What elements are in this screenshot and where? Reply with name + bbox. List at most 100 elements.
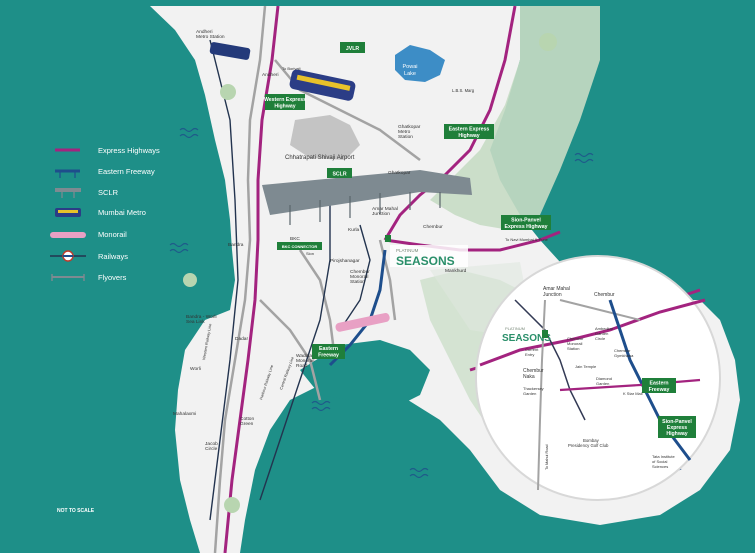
svg-text:Sciences: Sciences	[652, 464, 668, 469]
legend-item-railways: Railways	[50, 250, 128, 262]
svg-text:PLATINUM: PLATINUM	[396, 248, 419, 253]
svg-text:Express: Express	[667, 425, 687, 431]
svg-text:Sea Link: Sea Link	[186, 319, 205, 325]
svg-text:Garden: Garden	[595, 331, 608, 336]
svg-text:Railways: Railways	[98, 252, 128, 261]
metro-train-icon	[209, 42, 356, 101]
svg-text:Tata Institute: Tata Institute	[652, 454, 675, 459]
svg-text:Monorail: Monorail	[567, 341, 582, 346]
svg-text:Western Express: Western Express	[264, 97, 306, 103]
svg-text:Station: Station	[398, 134, 413, 140]
sclr-road-icon	[55, 188, 81, 192]
svg-text:Andheri: Andheri	[196, 29, 213, 35]
svg-text:Entry: Entry	[525, 352, 534, 357]
legend-item-sclr: SCLR	[55, 188, 119, 198]
svg-text:Mankhurd: Mankhurd	[445, 268, 467, 274]
svg-text:Pirojshanagar: Pirojshanagar	[330, 258, 360, 264]
svg-text:Ghatkopar: Ghatkopar	[398, 124, 421, 130]
legend-item-mumbai-metro: Mumbai Metro	[55, 208, 146, 217]
svg-text:Chembur: Chembur	[423, 224, 443, 230]
svg-text:Ambedkar: Ambedkar	[595, 326, 614, 331]
svg-text:Chhatrapati Shivaji Airport: Chhatrapati Shivaji Airport	[285, 155, 355, 161]
svg-text:Metro Station: Metro Station	[196, 34, 225, 40]
svg-text:BKC: BKC	[290, 236, 300, 242]
label-inset-eastern-freeway: Eastern Freeway	[642, 378, 676, 393]
label-jvlr: JVLR	[340, 42, 365, 53]
label-weh: Western Express Highway	[264, 94, 306, 110]
inset-labels: Amar Mahal Junction Chembur Current Entr…	[523, 286, 675, 470]
svg-text:Green: Green	[240, 421, 254, 427]
powai-lake	[395, 45, 445, 82]
svg-text:Highway: Highway	[458, 133, 479, 139]
label-inset-sion-panvel: Sion-Panvel Express Highway	[658, 416, 696, 438]
svg-text:Jain Temple: Jain Temple	[575, 364, 597, 369]
svg-text:Chembur: Chembur	[567, 336, 584, 341]
svg-text:Highway: Highway	[666, 431, 687, 437]
svg-text:Powai: Powai	[403, 64, 418, 70]
svg-text:Station: Station	[567, 346, 579, 351]
svg-text:Naka: Naka	[523, 374, 535, 380]
svg-text:Metro: Metro	[398, 129, 411, 135]
green-land	[430, 6, 600, 230]
svg-text:Worli: Worli	[190, 366, 201, 372]
svg-text:Presidency Golf Club: Presidency Golf Club	[568, 443, 609, 448]
svg-text:Eastern: Eastern	[319, 346, 338, 352]
svg-text:Lake: Lake	[404, 71, 416, 77]
sclr-flyover	[262, 170, 472, 215]
svg-text:Bandra: Bandra	[228, 242, 244, 248]
place-labels: Andheri Metro Station Andheri Powai Lake…	[173, 29, 549, 452]
inset-seasons-logo: PLATINUM SEASONS	[502, 326, 551, 344]
svg-text:Sion: Sion	[306, 251, 314, 256]
svg-text:Amar Mahal: Amar Mahal	[543, 286, 570, 292]
monorail-legend-icon	[50, 232, 86, 238]
svg-text:Freeway: Freeway	[649, 387, 670, 393]
svg-text:Junction: Junction	[543, 292, 562, 298]
svg-text:K Star Mall: K Star Mall	[623, 391, 643, 396]
legend-item-express-highways: Express Highways	[55, 146, 160, 155]
svg-text:To Borivali: To Borivali	[282, 66, 301, 71]
flyover-pillars	[289, 192, 441, 225]
legend-item-monorail: Monorail	[50, 230, 127, 239]
svg-text:of Social: of Social	[652, 459, 667, 464]
railway-lines	[209, 39, 371, 521]
airport-area	[290, 115, 360, 160]
svg-text:Diamond: Diamond	[596, 376, 612, 381]
svg-text:Chembur: Chembur	[594, 292, 615, 298]
svg-text:To Navi Mumbai & Pune: To Navi Mumbai & Pune	[505, 237, 549, 242]
svg-text:Highway: Highway	[274, 104, 295, 110]
inset-map	[430, 255, 721, 501]
svg-text:SCLR: SCLR	[332, 172, 346, 178]
svg-text:Monorail: Monorail	[296, 358, 314, 364]
svg-text:JVLR: JVLR	[346, 46, 360, 52]
svg-text:Cotton: Cotton	[240, 416, 254, 422]
svg-text:Garden: Garden	[523, 391, 536, 396]
svg-text:Flyovers: Flyovers	[98, 273, 127, 282]
svg-text:SCLR: SCLR	[98, 188, 119, 197]
svg-text:Chembur: Chembur	[350, 269, 370, 275]
svg-text:Bandra - Worli: Bandra - Worli	[186, 314, 217, 320]
svg-text:SEASONS: SEASONS	[396, 254, 455, 268]
svg-text:Circle: Circle	[595, 336, 606, 341]
svg-text:Chembur: Chembur	[523, 368, 544, 374]
legend: Express Highways Eastern Freeway SCLR Mu…	[50, 146, 160, 282]
inset-project-marker	[542, 330, 548, 338]
svg-text:Mahalaxmi: Mahalaxmi	[173, 411, 196, 417]
svg-text:Monorail: Monorail	[98, 230, 127, 239]
svg-text:Eastern: Eastern	[649, 381, 668, 387]
not-to-scale-note: NOT TO SCALE	[57, 508, 95, 514]
svg-text:Freeway: Freeway	[318, 353, 339, 359]
svg-text:Kurla: Kurla	[348, 227, 360, 233]
svg-text:Monorail: Monorail	[350, 274, 368, 280]
label-eeh: Eastern Express Highway	[444, 124, 494, 139]
svg-text:SEASONS: SEASONS	[502, 333, 551, 344]
svg-text:Circle: Circle	[205, 446, 218, 452]
label-eastern-freeway: Eastern Freeway	[312, 344, 345, 359]
svg-text:Dadar: Dadar	[235, 336, 248, 342]
svg-text:Station: Station	[350, 279, 365, 285]
svg-text:Jacob: Jacob	[205, 441, 218, 447]
svg-text:Current: Current	[525, 347, 539, 352]
svg-text:Express Highways: Express Highways	[98, 146, 160, 155]
svg-text:Express Highway: Express Highway	[505, 224, 548, 230]
svg-text:Western Railway Line: Western Railway Line	[202, 323, 212, 360]
label-sclr: SCLR	[327, 168, 352, 178]
